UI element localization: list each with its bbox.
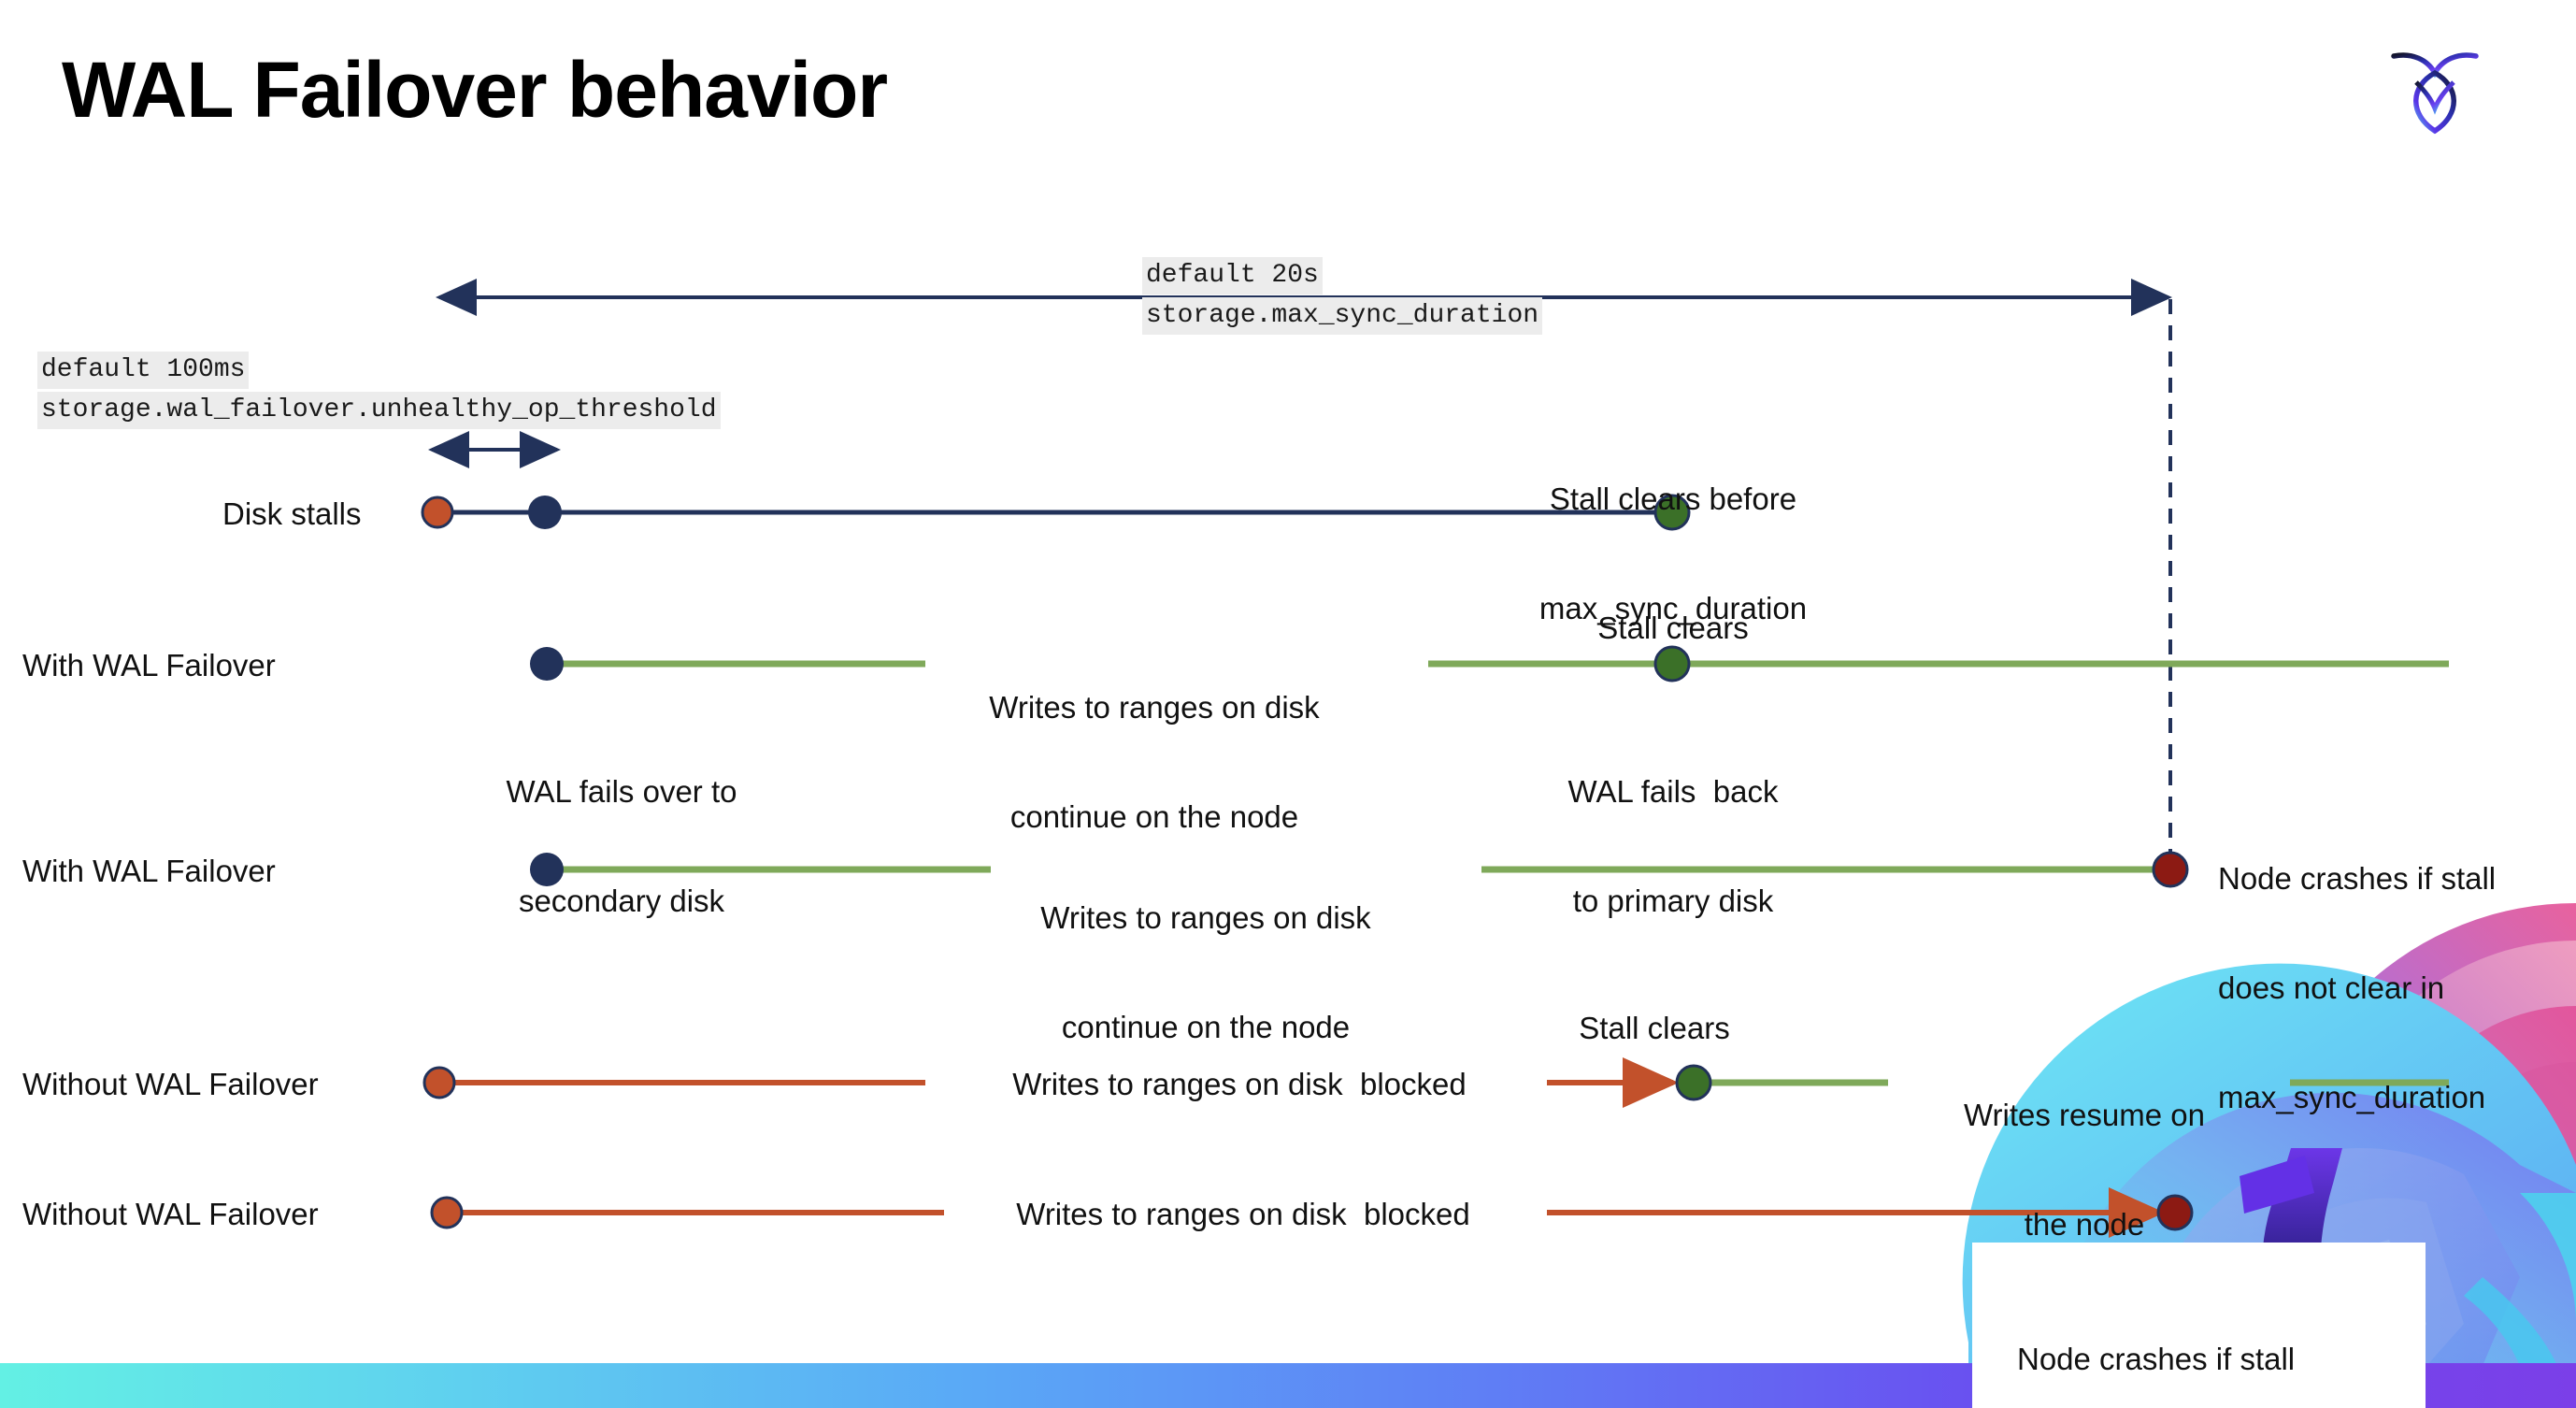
max-sync-default-label: default 20s — [1142, 257, 1323, 295]
note-line-2: max_sync_duration — [1538, 590, 1808, 625]
note-line-2: to primary disk — [1572, 883, 1774, 918]
note-line-1: WAL fails over to — [506, 773, 737, 809]
note-node-crashes-row3: Node crashes if stall does not clear in … — [2218, 788, 2573, 1188]
row-label-with-wal-failover-2: With WAL Failover — [22, 854, 276, 888]
note-wal-fails-over: WAL fails over to secondary disk — [486, 701, 757, 993]
unhealthy-op-setting-label: storage.wal_failover.unhealthy_op_thresh… — [37, 392, 721, 429]
note-line-1: Node crashes if stall — [2017, 1341, 2296, 1376]
note-line-2: secondary disk — [518, 883, 725, 918]
note-stall-clears-before: Stall clears before max_sync_duration — [1496, 409, 1851, 700]
note-line-1: Node crashes if stall — [2218, 860, 2497, 896]
page-title: WAL Failover behavior — [62, 46, 888, 134]
note-line-2: does not clear in — [2218, 970, 2445, 1005]
note-line-1: Writes to ranges on disk — [989, 689, 1320, 725]
note-line-1: Writes to ranges on disk — [1040, 899, 1371, 935]
note-stall-clears-row2: Stall clears — [1597, 611, 1749, 645]
note-writes-continue-row2: Writes to ranges on disk continue on the… — [935, 617, 1374, 909]
note-wal-fails-back: WAL fails back to primary disk — [1524, 701, 1823, 993]
note-writes-blocked-row4: Writes to ranges on disk blocked — [1012, 1067, 1467, 1101]
cockroach-labs-logo-icon — [2391, 52, 2479, 135]
note-writes-resume: Writes resume on the node — [1925, 1025, 2243, 1316]
row-with-wal-failover-1-track — [530, 645, 2449, 682]
row-without-wal-failover-2-track — [430, 1187, 2194, 1238]
note-line-2: continue on the node — [1061, 1009, 1351, 1044]
note-writes-blocked-row5: Writes to ranges on disk blocked — [1016, 1197, 1470, 1231]
node-crashes-callout-box: Node crashes if stall does not clear in … — [1972, 1243, 2426, 1408]
note-stall-clears-row4: Stall clears — [1579, 1011, 1730, 1045]
row-disk-stalls-track — [421, 494, 1691, 531]
unhealthy-op-default-label: default 100ms — [37, 352, 250, 389]
row-with-wal-failover-2-track — [530, 851, 2189, 888]
max-sync-setting-label: storage.max_sync_duration — [1142, 297, 1543, 335]
row-label-disk-stalls: Disk stalls — [222, 496, 362, 531]
note-node-crashes-row5: Node crashes if stall does not clear in … — [2017, 1269, 2410, 1408]
note-line-1: WAL fails back — [1567, 773, 1779, 809]
note-line-2: the node — [2024, 1206, 2145, 1242]
note-line-1: Stall clears before — [1549, 481, 1797, 516]
note-line-1: Writes resume on — [1964, 1097, 2205, 1132]
note-line-3: max_sync_duration — [2218, 1079, 2486, 1114]
row-label-without-wal-failover-1: Without WAL Failover — [22, 1067, 319, 1101]
row-without-wal-failover-1-track — [422, 1057, 2449, 1108]
row-label-with-wal-failover-1: With WAL Failover — [22, 648, 276, 682]
note-writes-continue-row3: Writes to ranges on disk continue on the… — [972, 827, 1439, 1119]
row-label-without-wal-failover-2: Without WAL Failover — [22, 1197, 319, 1231]
note-line-2: continue on the node — [1009, 798, 1299, 834]
